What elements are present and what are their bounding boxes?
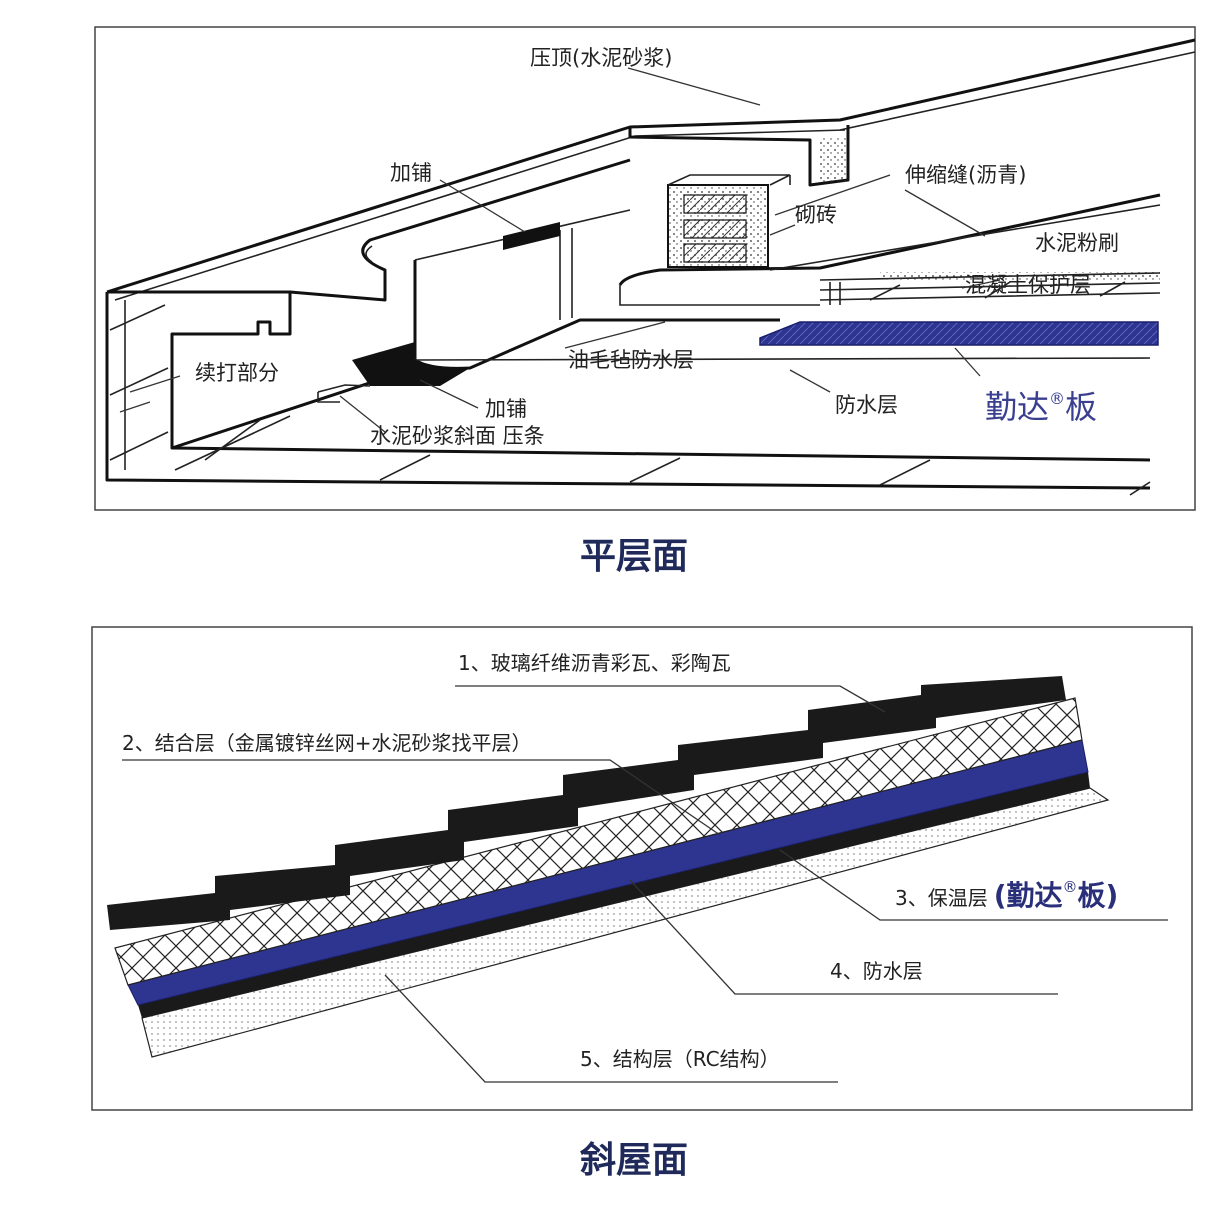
- layer-bonding: [114, 697, 1083, 986]
- flat-roof-frame: [94, 26, 1196, 511]
- label-layer-2: 2、结合层（金属镀锌丝网+水泥砂浆找平层）: [122, 731, 531, 755]
- label-felt-layer: 油毛毡防水层: [568, 348, 694, 372]
- label-layer-3-brand: (勤达: [994, 879, 1063, 912]
- label-layer-5: 5、结构层（RC结构）: [580, 1047, 780, 1071]
- label-continued-part: 续打部分: [195, 361, 279, 385]
- layer-structure: [141, 787, 1110, 1058]
- label-brick: 砌砖: [795, 203, 837, 227]
- flat-roof-panel: 压顶(水泥砂浆) 加铺 伸缩缝(沥青) 砌砖 水泥粉刷 混凝土保护层 续打部分 …: [94, 26, 1196, 577]
- brand-mark: ®: [1049, 389, 1065, 408]
- brand-name-b: 板: [1065, 388, 1097, 426]
- label-layer-3-mark: ®: [1063, 878, 1078, 896]
- sloped-roof-panel: 1、玻璃纤维沥青彩瓦、彩陶瓦 2、结合层（金属镀锌丝网+水泥砂浆找平层） 3、保…: [91, 626, 1193, 1181]
- layer-waterproof: [138, 772, 1090, 1018]
- label-layer-3-prefix: 3、保温层: [895, 886, 988, 910]
- label-mortar-strip: 水泥砂浆斜面 压条: [370, 424, 545, 448]
- label-expansion-joint: 伸缩缝(沥青): [905, 163, 1026, 187]
- label-concrete-protect: 混凝土保护层: [965, 273, 1091, 297]
- coping-sand-fill: [818, 138, 846, 182]
- brand-label-flat: 勤达®板: [985, 388, 1097, 426]
- flat-roof-caption: 平层面: [580, 536, 688, 577]
- label-waterproof: 防水层: [835, 393, 898, 417]
- label-reinforce-top: 加铺: [390, 161, 432, 185]
- reinforce-strip-bottom: [352, 342, 470, 386]
- label-cement-plaster: 水泥粉刷: [1035, 231, 1119, 255]
- label-reinforce-bottom: 加铺: [485, 397, 527, 421]
- label-layer-3: 3、保温层(勤达®板): [895, 878, 1118, 912]
- label-layer-1: 1、玻璃纤维沥青彩瓦、彩陶瓦: [458, 651, 731, 675]
- label-layer-4: 4、防水层: [830, 959, 923, 983]
- label-layer-3-close: 板): [1078, 879, 1119, 912]
- layer-tiles: [107, 676, 1066, 930]
- flat-board-blue: [759, 321, 1159, 346]
- label-coping: 压顶(水泥砂浆): [530, 46, 672, 70]
- reinforce-strip-top: [503, 222, 560, 250]
- sloped-roof-caption: 斜屋面: [580, 1140, 688, 1181]
- brand-name-a: 勤达: [985, 388, 1049, 426]
